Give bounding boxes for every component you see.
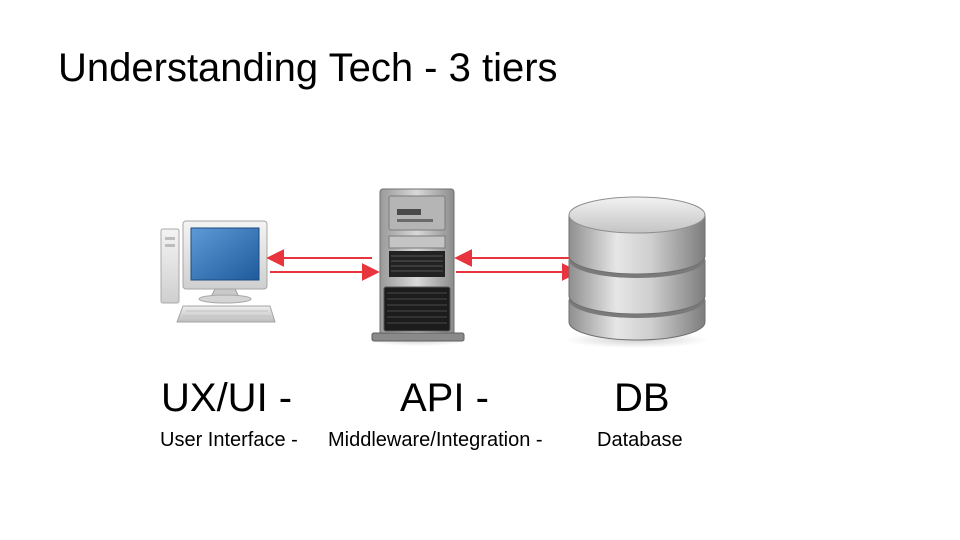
slide-title: Understanding Tech - 3 tiers	[58, 46, 558, 90]
api-db-arrows	[454, 249, 580, 281]
tier-sublabel-user-interface: User Interface -	[160, 429, 298, 451]
tier-sublabel-middleware: Middleware/Integration -	[328, 429, 543, 451]
tier-label-api: API -	[400, 376, 489, 420]
ui-api-arrows	[266, 249, 380, 281]
tier-label-ux-ui: UX/UI -	[161, 376, 293, 420]
tier-sublabel-database: Database	[597, 429, 683, 451]
tier-label-db: DB	[614, 376, 670, 420]
database-cylinder-icon	[565, 196, 709, 348]
server-tower-icon	[366, 188, 470, 346]
desktop-computer-icon	[160, 220, 276, 323]
